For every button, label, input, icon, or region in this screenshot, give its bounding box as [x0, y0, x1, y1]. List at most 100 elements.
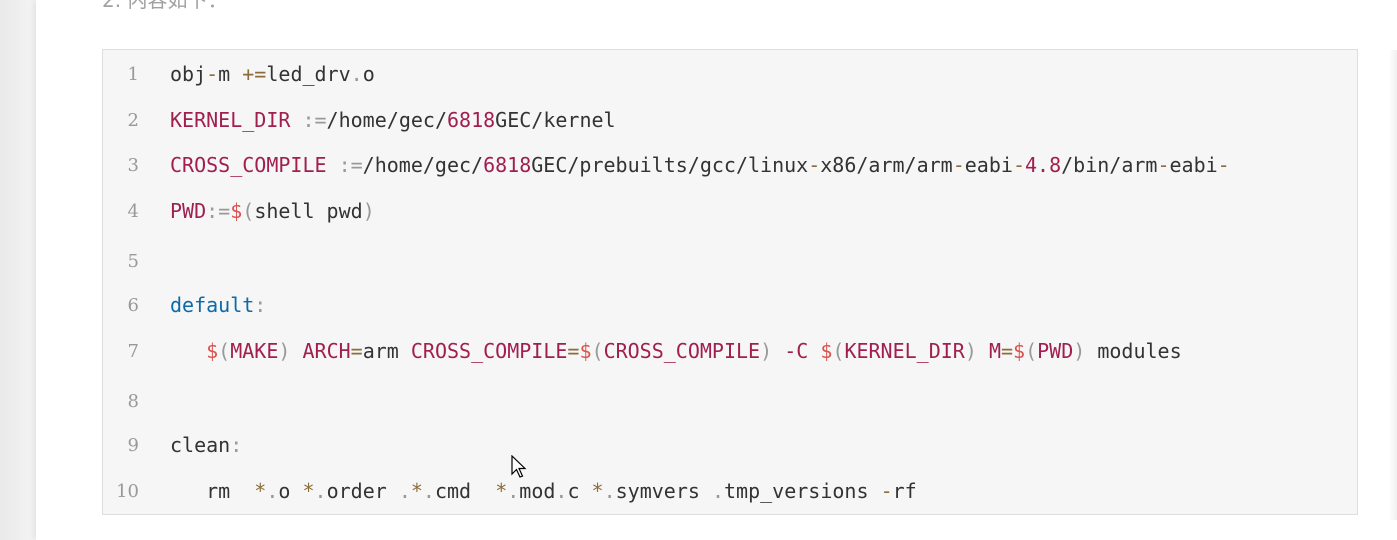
code-token: order	[326, 479, 399, 503]
code-token: clean	[170, 433, 231, 457]
code-token: /	[434, 108, 447, 132]
code-token: /bin/arm	[1061, 153, 1158, 177]
code-token: =	[567, 339, 580, 363]
code-token: :	[254, 293, 267, 317]
code-token: $	[230, 199, 243, 223]
line-number: 1	[127, 63, 139, 85]
page-left-margin	[0, 0, 36, 540]
code-token: default	[170, 293, 255, 317]
code-token: )	[1073, 339, 1086, 363]
code-token: .	[422, 479, 435, 503]
code-token: obj	[170, 62, 207, 86]
code-token: :=	[338, 153, 363, 177]
code-token: -C	[784, 339, 809, 363]
code-token: -	[880, 479, 893, 503]
line-number: 7	[127, 340, 139, 362]
code-token: .	[507, 479, 520, 503]
code-token: kernel	[543, 108, 616, 132]
code-token: GEC	[495, 108, 532, 132]
code-token: :=	[302, 108, 327, 132]
code-token: *	[302, 479, 315, 503]
code-token: $	[579, 339, 592, 363]
code-token: PWD	[170, 199, 207, 223]
code-token: (	[1025, 339, 1038, 363]
scrollbar-track[interactable]	[1389, 50, 1397, 520]
code-token: c	[567, 479, 592, 503]
code-token: 6818	[483, 153, 532, 177]
code-token: GEC/prebuilts/gcc/linux	[531, 153, 809, 177]
code-token: x86/arm/arm	[820, 153, 953, 177]
code-token: home	[338, 108, 387, 132]
line-number: 3	[127, 154, 139, 176]
code-token: M	[988, 339, 1001, 363]
code-token: CROSS_COMPILE	[603, 339, 761, 363]
code-token: 4.8	[1024, 153, 1062, 177]
code-token: symvers	[615, 479, 712, 503]
line-number: 8	[127, 390, 139, 412]
code-token: (	[218, 339, 231, 363]
code-token: )	[278, 339, 291, 363]
code-token: .	[350, 62, 363, 86]
code-token: /	[386, 108, 399, 132]
code-line: 3 CROSS_COMPILE :=/home/gec/6818GEC/prebu…	[103, 142, 1357, 188]
code-token: $	[820, 339, 833, 363]
code-token: .	[555, 479, 568, 503]
line-code: default:	[170, 293, 266, 317]
code-line: 9 clean:	[103, 422, 1357, 468]
code-token: )	[362, 199, 375, 223]
code-token	[977, 339, 989, 363]
line-number: 9	[127, 434, 139, 456]
line-number: 5	[127, 250, 139, 272]
line-number: 2	[127, 109, 139, 131]
code-token: -	[1012, 153, 1025, 177]
code-token: )	[760, 339, 773, 363]
line-code: obj-m +=led_drv.o	[170, 62, 375, 86]
code-token: /home/gec/	[362, 153, 484, 177]
code-line: 7 $(MAKE) ARCH=arm CROSS_COMPILE=$(CROSS…	[103, 328, 1357, 374]
line-number: 10	[116, 480, 139, 502]
code-token: KERNEL_DIR	[844, 339, 965, 363]
code-token: -	[1157, 153, 1170, 177]
code-token: CROSS_COMPILE	[410, 339, 568, 363]
code-token: rf	[892, 479, 917, 503]
code-token: gec	[398, 108, 435, 132]
code-token	[290, 339, 302, 363]
code-token: :=	[206, 199, 231, 223]
code-token: /	[326, 108, 339, 132]
code-token: /	[531, 108, 544, 132]
mouse-cursor-icon	[511, 455, 527, 478]
code-token: .	[711, 479, 725, 503]
code-token: MAKE	[230, 339, 279, 363]
code-token: 6818	[446, 108, 496, 132]
code-token: *	[410, 479, 423, 503]
code-line: 6 default:	[103, 282, 1357, 328]
code-token: *	[591, 479, 604, 503]
code-token: -	[952, 153, 965, 177]
code-token: .	[314, 479, 327, 503]
line-code: clean:	[170, 433, 242, 457]
code-token: .	[603, 479, 616, 503]
code-token: -	[206, 62, 219, 86]
line-code: CROSS_COMPILE :=/home/gec/6818GEC/prebui…	[170, 153, 1230, 177]
code-token: tmp_versions	[724, 479, 881, 503]
code-token: $	[206, 339, 219, 363]
code-token: PWD	[1037, 339, 1074, 363]
line-code: PWD:=$(shell pwd)	[170, 199, 375, 223]
code-token: *	[495, 479, 508, 503]
section-heading: 2. 内容如下：	[102, 0, 228, 12]
line-code: rm *.o *.order .*.cmd *.mod.c *.symvers …	[170, 479, 917, 503]
code-token: -	[1217, 153, 1230, 177]
line-code: KERNEL_DIR :=/home/gec/6818GEC/kernel	[170, 108, 616, 132]
code-token: arm	[362, 339, 411, 363]
code-token: o	[278, 479, 303, 503]
code-line: 10 rm *.o *.order .*.cmd *.mod.c *.symve…	[103, 468, 1357, 514]
code-token	[808, 339, 820, 363]
code-token	[170, 339, 206, 363]
code-token: (	[242, 199, 255, 223]
code-token: eabi	[1169, 153, 1218, 177]
line-number: 6	[127, 294, 139, 316]
code-line: 5	[103, 238, 1357, 284]
code-token: .	[266, 479, 279, 503]
